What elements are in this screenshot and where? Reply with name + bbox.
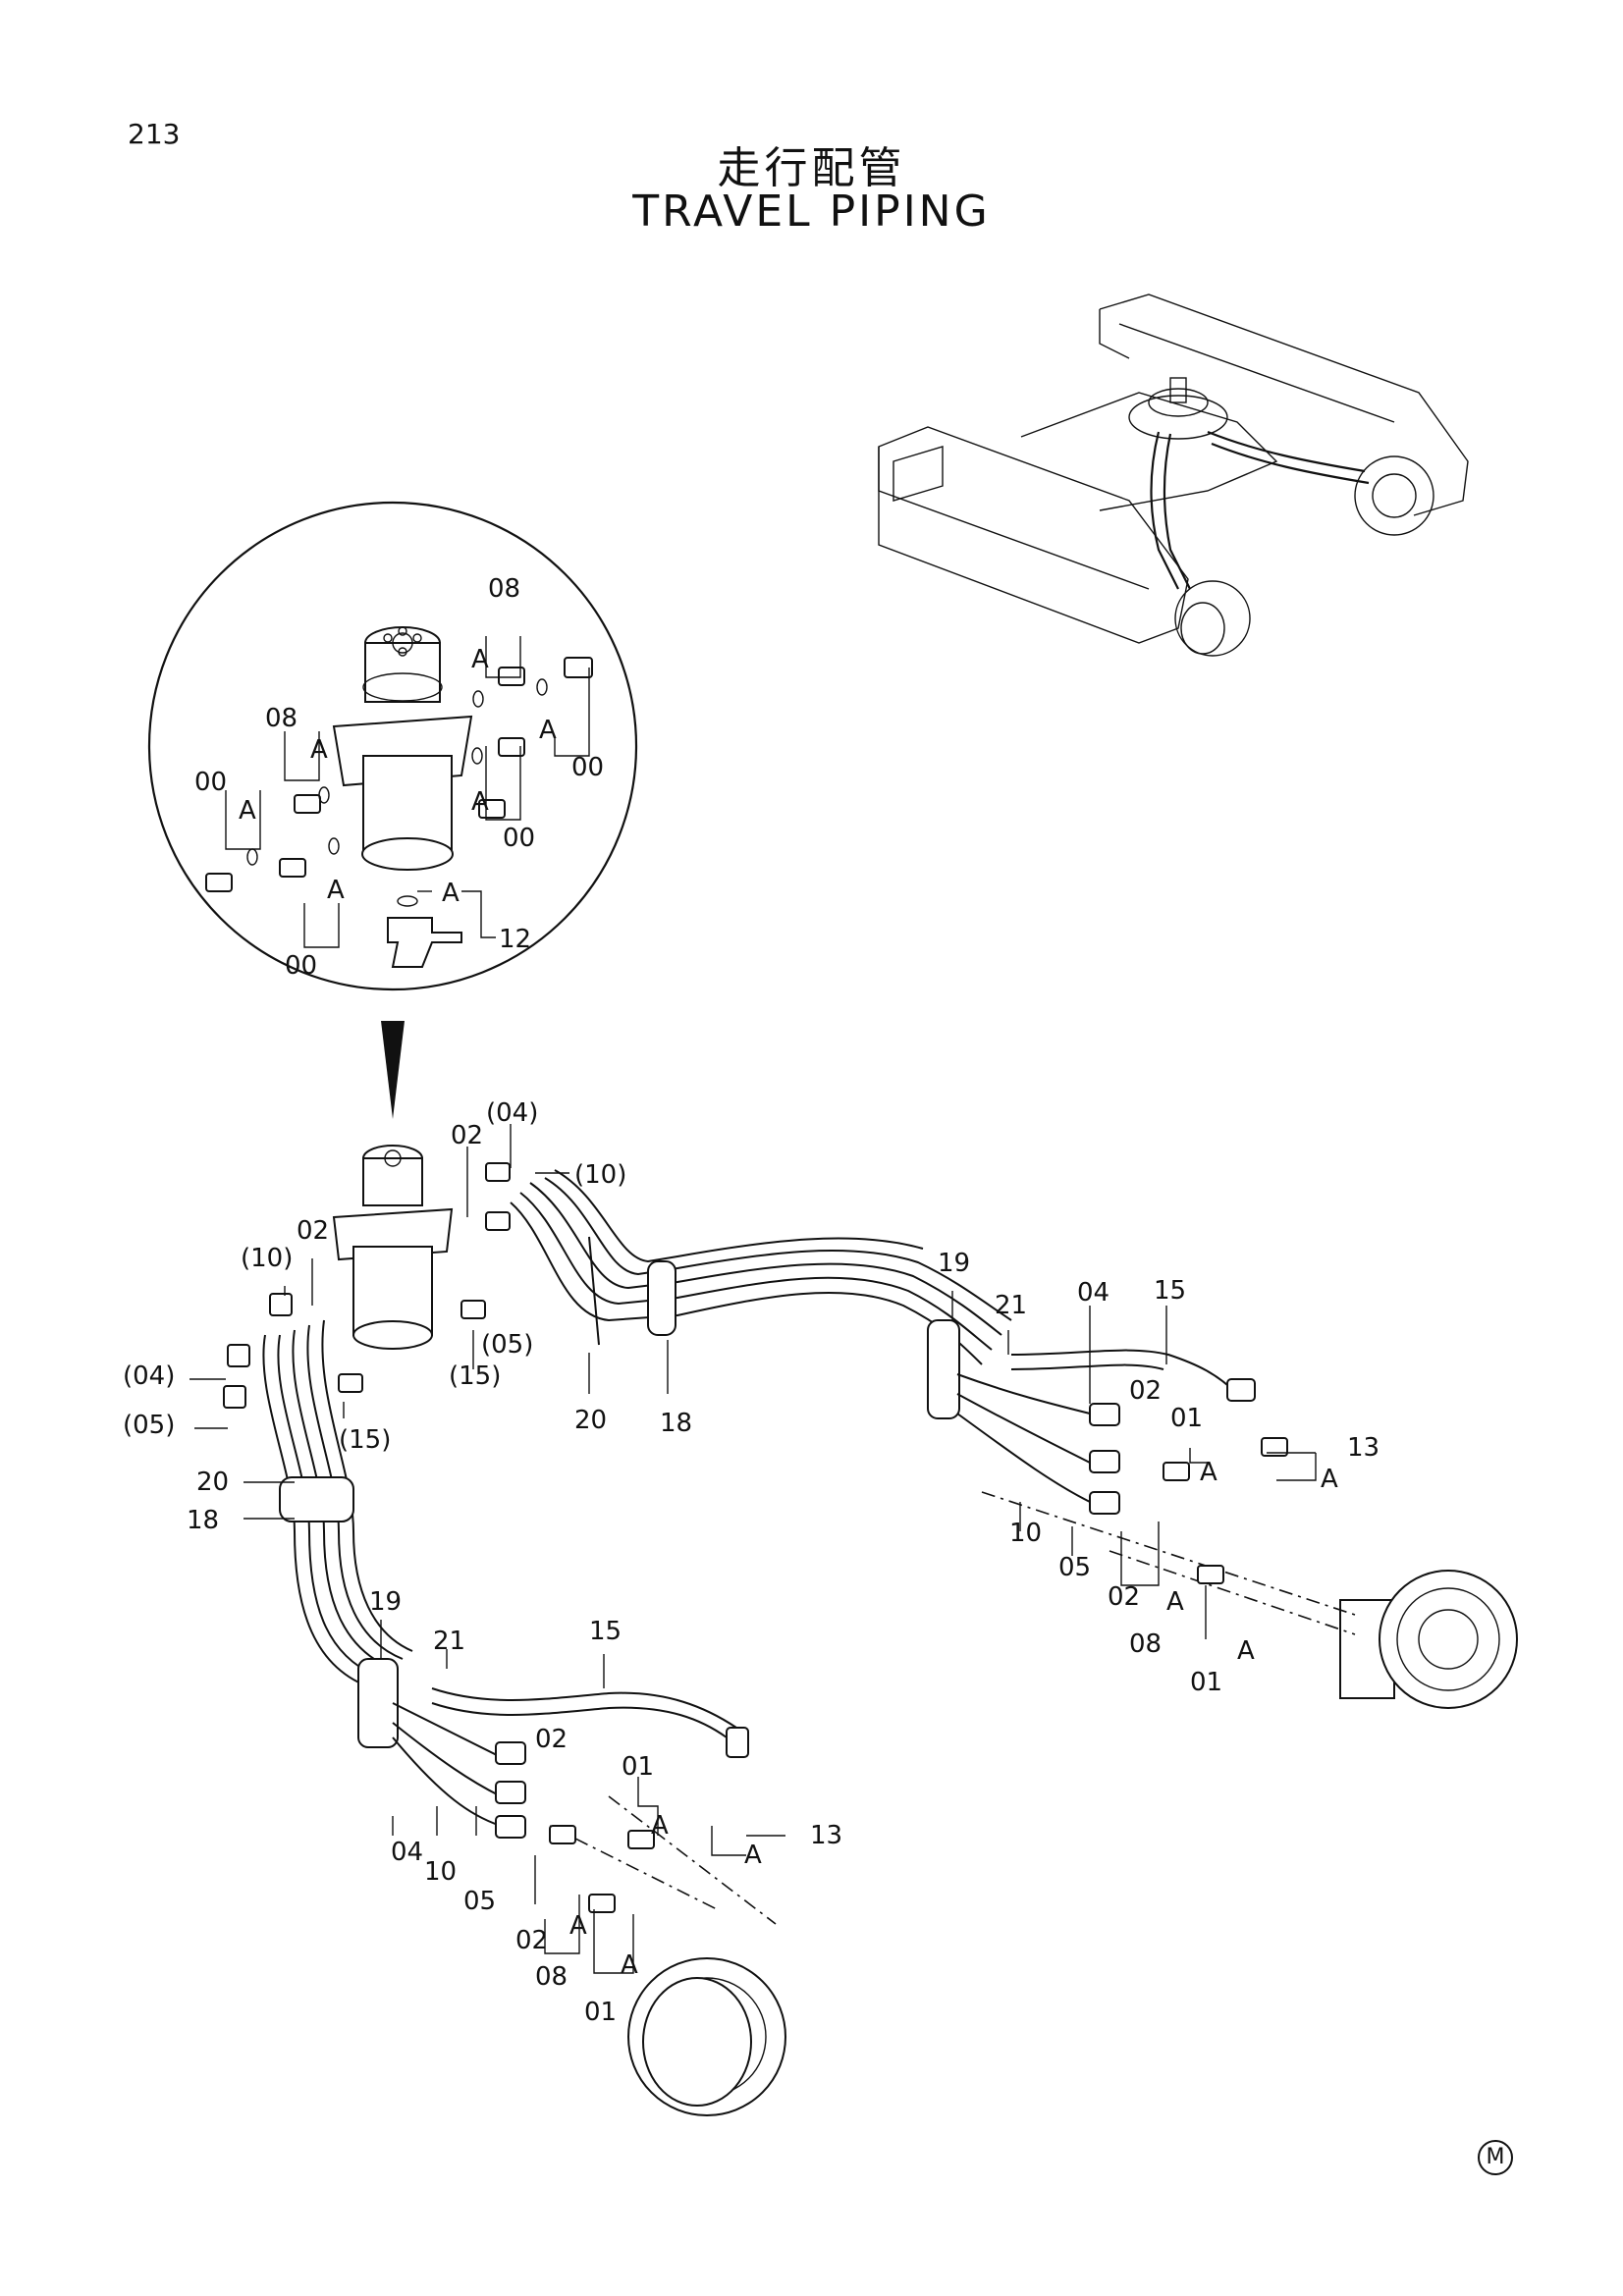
callout-15: 15 bbox=[1154, 1276, 1186, 1306]
inset-callout-a: A bbox=[471, 787, 489, 817]
page-title-chinese: 走行配管 bbox=[717, 143, 906, 193]
inset-callout-00: 00 bbox=[194, 768, 227, 797]
callout-19: 19 bbox=[938, 1249, 970, 1278]
callout-19: 19 bbox=[369, 1587, 402, 1617]
undercarriage-overview bbox=[878, 294, 1469, 657]
inset-callout-00: 00 bbox=[503, 824, 535, 853]
callout-02: 02 bbox=[1129, 1376, 1162, 1406]
inset-callout-00: 00 bbox=[571, 753, 604, 782]
callout-01: 01 bbox=[622, 1752, 654, 1782]
callout-13: 13 bbox=[1347, 1433, 1380, 1463]
callout-10-paren: (10) bbox=[574, 1160, 626, 1190]
callout-20: 20 bbox=[196, 1468, 229, 1497]
callout-a: A bbox=[744, 1841, 762, 1870]
callout-08: 08 bbox=[535, 1962, 568, 1992]
callout-02: 02 bbox=[1108, 1582, 1140, 1612]
callout-a: A bbox=[1321, 1465, 1338, 1494]
inset-callout-00: 00 bbox=[285, 951, 317, 981]
callout-10: 10 bbox=[424, 1857, 457, 1887]
callout-02: 02 bbox=[535, 1725, 568, 1754]
callout-a: A bbox=[1237, 1636, 1255, 1666]
callout-04: 04 bbox=[1077, 1278, 1109, 1308]
callout-01: 01 bbox=[1190, 1668, 1222, 1697]
callout-02: 02 bbox=[451, 1121, 483, 1150]
inset-callout-12: 12 bbox=[499, 925, 531, 954]
callout-21: 21 bbox=[433, 1627, 465, 1656]
callout-05-paren: (05) bbox=[481, 1330, 533, 1360]
callout-18: 18 bbox=[187, 1506, 219, 1535]
callout-05: 05 bbox=[1058, 1553, 1091, 1582]
detail-pointer-arrow bbox=[381, 1021, 405, 1119]
callout-15-paren: (15) bbox=[339, 1425, 391, 1455]
callout-15-paren: (15) bbox=[449, 1362, 501, 1391]
inset-callout-08: 08 bbox=[488, 574, 520, 604]
callout-a: A bbox=[1200, 1458, 1217, 1487]
callout-10-paren: (10) bbox=[241, 1244, 293, 1273]
callout-08: 08 bbox=[1129, 1629, 1162, 1659]
callout-05: 05 bbox=[463, 1887, 496, 1916]
inset-callout-a: A bbox=[471, 645, 489, 674]
inset-callout-08: 08 bbox=[265, 704, 298, 733]
callout-02: 02 bbox=[297, 1216, 329, 1246]
callout-05-paren: (05) bbox=[123, 1411, 175, 1440]
callout-15: 15 bbox=[589, 1617, 622, 1646]
page-title-english: TRAVEL PIPING bbox=[632, 187, 991, 237]
callout-a: A bbox=[1166, 1587, 1184, 1617]
inset-callout-a: A bbox=[539, 716, 557, 745]
callout-02: 02 bbox=[515, 1926, 548, 1955]
inset-callout-a: A bbox=[442, 879, 460, 908]
callout-04-paren: (04) bbox=[486, 1098, 538, 1128]
inset-callout-a: A bbox=[239, 796, 256, 826]
callout-a: A bbox=[621, 1950, 638, 1980]
main-piping-assembly bbox=[189, 1124, 1518, 2116]
callout-01: 01 bbox=[584, 1998, 617, 2027]
callout-01: 01 bbox=[1170, 1404, 1203, 1433]
inset-callout-a: A bbox=[310, 735, 328, 765]
inset-callout-a: A bbox=[327, 876, 345, 905]
callout-20: 20 bbox=[574, 1406, 607, 1435]
page-number: 213 bbox=[128, 118, 181, 150]
corner-mark-badge: M bbox=[1478, 2140, 1513, 2175]
callout-a: A bbox=[569, 1911, 587, 1941]
callout-13: 13 bbox=[810, 1821, 842, 1850]
callout-21: 21 bbox=[995, 1291, 1027, 1320]
callout-a: A bbox=[651, 1811, 669, 1841]
callout-04: 04 bbox=[391, 1838, 423, 1867]
callout-04-paren: (04) bbox=[123, 1362, 175, 1391]
swivel-joint-detail-inset bbox=[147, 501, 638, 1119]
callout-18: 18 bbox=[660, 1409, 692, 1438]
callout-10: 10 bbox=[1009, 1519, 1042, 1548]
